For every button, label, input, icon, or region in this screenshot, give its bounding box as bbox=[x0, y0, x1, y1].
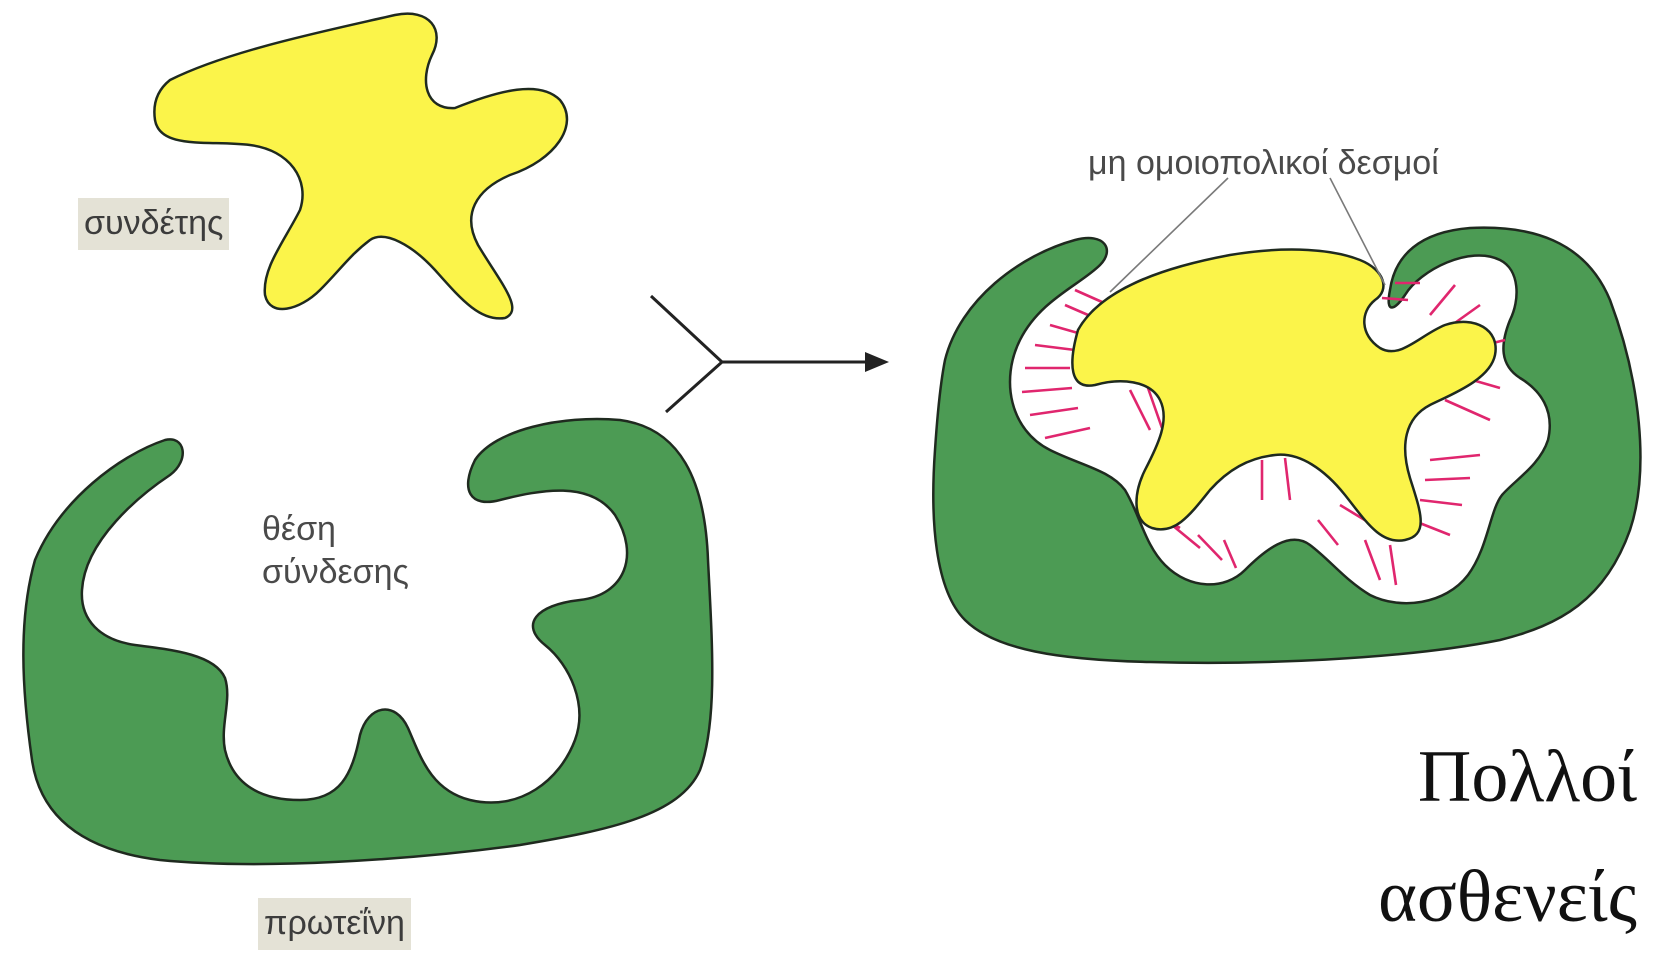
bonds-label: μη ομοιοπολικοί δεσμοί bbox=[1088, 142, 1439, 185]
binding-site-label-line1: θέση bbox=[262, 508, 409, 551]
arrow-head bbox=[865, 352, 889, 372]
protein-label: πρωτεΐνη bbox=[258, 898, 411, 950]
binding-site-label: θέση σύνδεσης bbox=[262, 508, 409, 593]
caption-line1: Πολλοί bbox=[1418, 740, 1637, 814]
protein-shape bbox=[23, 419, 712, 864]
binding-site-label-line2: σύνδεσης bbox=[262, 551, 409, 594]
ligand-label: συνδέτης bbox=[78, 198, 229, 250]
reaction-arrow bbox=[651, 296, 868, 412]
caption-line2: ασθενείς bbox=[1378, 860, 1637, 934]
ligand-shape bbox=[154, 14, 567, 319]
complex-ligand-shape bbox=[1072, 250, 1495, 541]
